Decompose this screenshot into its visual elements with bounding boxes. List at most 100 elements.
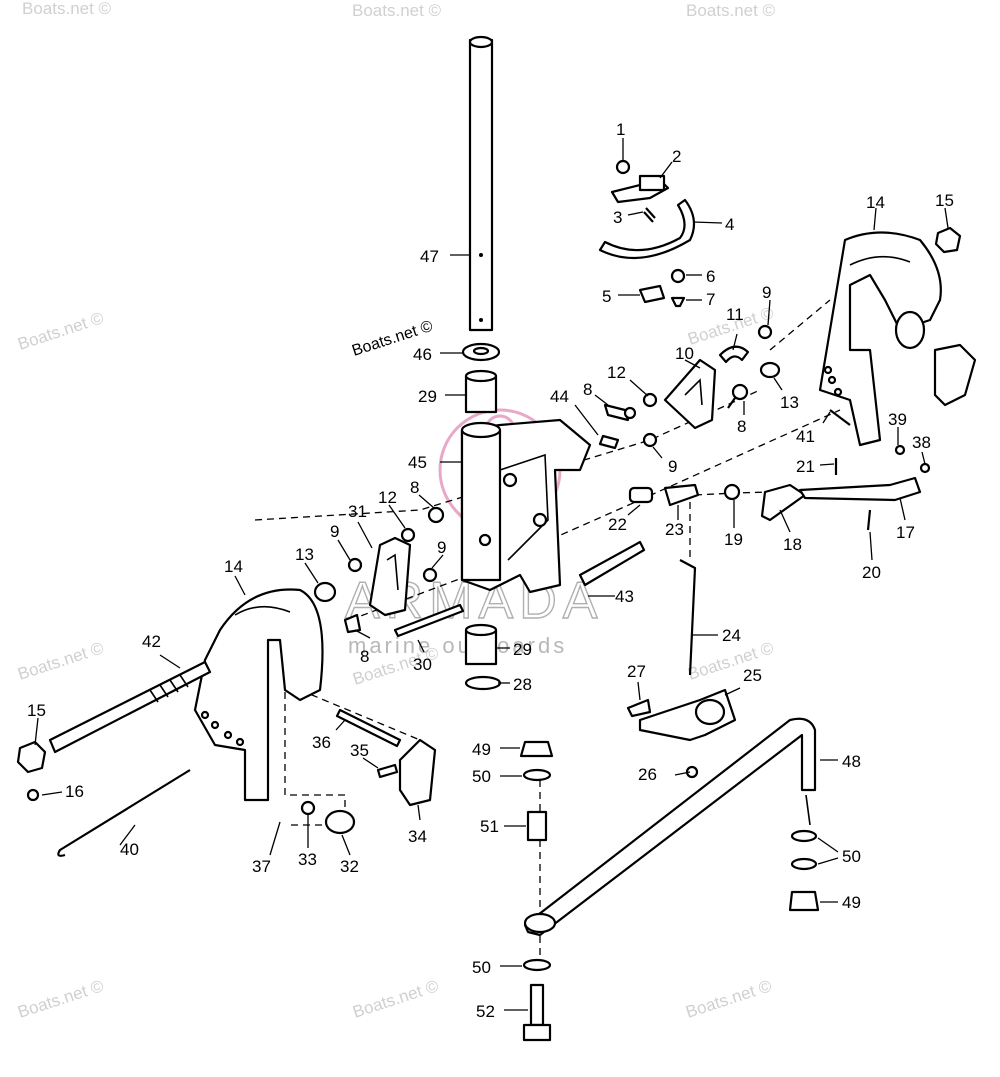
- clamp-bracket-left: [193, 588, 324, 802]
- callout-33: 33: [298, 850, 317, 869]
- washer-50-right-b: [790, 857, 818, 871]
- watermarks: Boats.net © Boats.net © Boats.net © Boat…: [15, 0, 776, 1022]
- callout-9: 9: [437, 538, 446, 557]
- callout-29: 29: [418, 387, 437, 406]
- callout-49: 49: [842, 893, 861, 912]
- nut-9-a: [757, 324, 773, 340]
- callout-36: 36: [312, 733, 331, 752]
- callout-37: 37: [252, 857, 271, 876]
- bolt-27: [626, 698, 652, 718]
- callouts: 1 2 3 4 5 6 7 8 8 8 8 9 9 9 9 10 11 12 1…: [27, 120, 954, 1021]
- watermark-text: Boats.net ©: [15, 976, 106, 1022]
- clip-11: [718, 345, 750, 364]
- callout-50: 50: [472, 767, 491, 786]
- pin-41: [829, 409, 851, 426]
- callout-28: 28: [513, 675, 532, 694]
- watermark-text: Boats.net ©: [352, 1, 442, 20]
- callout-48: 48: [842, 752, 861, 771]
- callout-34: 34: [408, 827, 427, 846]
- nut-9-b: [642, 432, 658, 448]
- rod-40: [57, 769, 191, 857]
- callout-14: 14: [866, 193, 885, 212]
- callout-40: 40: [120, 840, 139, 859]
- washer-50-bottom: [522, 958, 552, 972]
- bolt-8-b: [727, 383, 749, 409]
- friction-band-4: [598, 198, 696, 260]
- watermark-text: Boats.net ©: [15, 638, 106, 684]
- pin-30: [393, 603, 465, 638]
- washer-12-right: [642, 392, 658, 408]
- callout-2: 2: [672, 147, 681, 166]
- threaded-rod-36: [335, 708, 402, 748]
- watermark-text: Boats.net ©: [22, 0, 112, 18]
- callout-44: 44: [550, 387, 569, 406]
- lever-34: [398, 738, 437, 807]
- callout-29: 29: [513, 640, 532, 659]
- lock-plate-2: [610, 174, 670, 204]
- callout-8: 8: [410, 478, 419, 497]
- washer-13-left: [313, 581, 337, 603]
- watermark-text: Boats.net ©: [683, 976, 774, 1022]
- callout-20: 20: [862, 563, 881, 582]
- callout-9: 9: [762, 283, 771, 302]
- pin-35: [376, 763, 399, 779]
- callout-11: 11: [726, 305, 744, 324]
- washer-39: [894, 444, 906, 456]
- callout-35: 35: [350, 741, 369, 760]
- nut-6: [670, 268, 686, 284]
- spring-44: [598, 434, 620, 450]
- nut-15-right: [934, 226, 962, 254]
- clamp-bracket-right: [818, 231, 977, 447]
- cap-16: [26, 788, 40, 802]
- callout-9: 9: [668, 457, 677, 476]
- bracket-10: [663, 358, 717, 430]
- swivel-bracket: [460, 418, 592, 594]
- steering-tube: [468, 35, 494, 332]
- bolt-8-d: [343, 613, 362, 634]
- watermark-text: Boats.net ©: [350, 976, 441, 1022]
- spring-3: [643, 207, 656, 223]
- nut-15-left: [16, 740, 47, 774]
- nut-9-c: [347, 557, 363, 573]
- callout-7: 7: [706, 290, 715, 309]
- callout-51: 51: [480, 817, 499, 836]
- callout-22: 22: [608, 515, 627, 534]
- nut-9-d: [422, 567, 438, 583]
- bolt-52: [522, 983, 552, 1042]
- callout-19: 19: [724, 530, 743, 549]
- callout-27: 27: [627, 662, 646, 681]
- bushing-lower: [464, 623, 498, 666]
- washer-32: [324, 809, 356, 835]
- nut-49-right: [788, 890, 820, 912]
- plate-43: [578, 540, 646, 587]
- pin-20: [866, 509, 872, 531]
- callout-15: 15: [27, 701, 46, 720]
- callout-4: 4: [725, 215, 734, 234]
- washer-46-hole: [472, 346, 490, 356]
- watermark-text: Boats.net ©: [15, 308, 106, 354]
- nut-49-left: [519, 740, 554, 758]
- watermark-text: Boats.net ©: [686, 1, 776, 20]
- callout-45: 45: [408, 453, 427, 472]
- callout-43: 43: [615, 587, 634, 606]
- washer-19: [723, 483, 741, 501]
- callout-50: 50: [842, 847, 861, 866]
- callout-9: 9: [330, 522, 339, 541]
- screw-7: [670, 296, 686, 308]
- bolt-8-a: [603, 403, 637, 422]
- callout-25: 25: [743, 666, 762, 685]
- washer-13-right: [759, 361, 781, 379]
- washer-50-right-a: [790, 829, 818, 843]
- callout-8: 8: [360, 647, 369, 666]
- lever-18: [760, 483, 807, 522]
- callout-38: 38: [912, 433, 931, 452]
- knob-33: [300, 800, 316, 816]
- brand-tagline: marine outboards: [348, 633, 567, 658]
- callout-8: 8: [583, 380, 592, 399]
- callout-49: 49: [472, 740, 491, 759]
- callout-30: 30: [413, 655, 432, 674]
- callout-21: 21: [796, 457, 815, 476]
- callout-39: 39: [888, 410, 907, 429]
- leader-lines: [34, 138, 949, 1011]
